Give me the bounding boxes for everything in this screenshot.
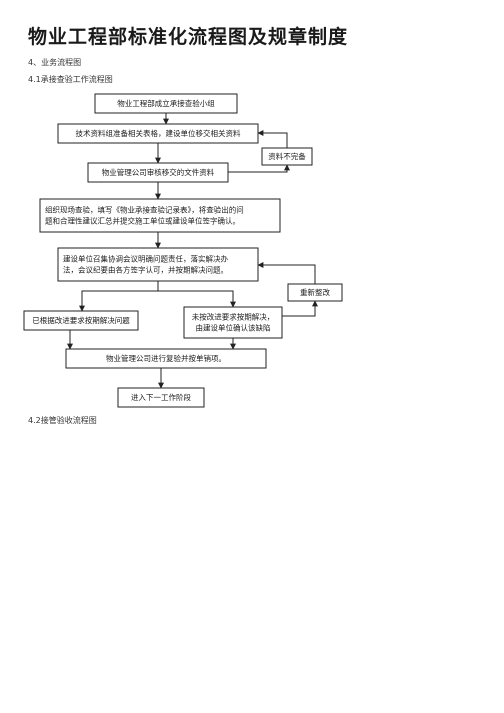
flow-node-n7: 重新整改 [287, 283, 343, 302]
flow-node-box [94, 93, 238, 114]
flow-node-n4: 物业管理公司审核移交的文件资料 [87, 162, 229, 183]
page-title: 物业工程部标准化流程图及规章制度 [28, 26, 349, 48]
flow-node-n1: 物业工程部成立承接查验小组 [94, 93, 238, 114]
flow-node-box [57, 123, 259, 144]
flow-connector [257, 130, 288, 148]
flow-node-n11: 进入下一工作阶段 [117, 387, 205, 408]
flow-node-n2: 技术资料组准备相关表格，建设单位移交相关资料 [57, 123, 259, 144]
flow-node-box [287, 283, 343, 302]
subsection-heading-takeover-acceptance: 4.2接管验收流程图 [28, 416, 97, 425]
flow-node-n10: 物业管理公司进行复验并按单销项。 [65, 348, 267, 369]
flow-node-box [39, 198, 281, 233]
flowchart-nodes: 物业工程部成立承接查验小组技术资料组准备相关表格，建设单位移交相关资料资料不完备… [23, 93, 343, 408]
flowchart-edges [67, 113, 318, 389]
flow-node-box [57, 247, 259, 282]
flow-connector [257, 262, 316, 284]
flow-node-box [87, 162, 229, 183]
flow-node-label: 进入下一工作阶段 [131, 392, 191, 402]
flow-node-n8: 已根据改进要求按期解决问题 [23, 310, 139, 331]
flow-node-label: 重新整改 [300, 287, 330, 297]
section-heading: 4、业务流程图 [28, 58, 82, 67]
flow-node-label: 技术资料组准备相关表格，建设单位移交相关资料 [76, 128, 241, 138]
flow-connector [79, 281, 159, 312]
subsection-heading-acceptance-inspection: 4.1承接查验工作流程图 [28, 75, 113, 84]
flow-node-label: 物业管理公司进行复验并按单销项。 [106, 353, 226, 363]
flow-node-label: 物业管理公司审核移交的文件资料 [102, 167, 215, 177]
flow-connector [228, 164, 290, 173]
flow-node-box [261, 147, 313, 166]
flow-node-label: 题和合理性建议汇总并提交施工单位或建设单位签字确认。 [45, 216, 240, 226]
flow-node-box [183, 306, 283, 339]
flow-node-label: 物业工程部成立承接查验小组 [117, 98, 215, 108]
flow-node-label: 未按改进要求按期解决， [192, 312, 275, 322]
flow-node-box [117, 387, 205, 408]
flow-node-n9: 未按改进要求按期解决，由建设单位确认该缺陷 [183, 306, 283, 339]
flow-node-label: 已根据改进要求按期解决问题 [32, 315, 130, 325]
flow-node-box [23, 310, 139, 331]
flow-node-n5: 组织现场查验，填写《物业承接查验记录表》，将查验出的问题和合理性建议汇总并提交施… [39, 198, 281, 233]
flow-node-label: 组织现场查验，填写《物业承接查验记录表》，将查验出的问 [45, 205, 244, 215]
flow-node-label: 由建设单位确认该缺陷 [196, 323, 271, 333]
flow-node-label: 法，会议纪要由各方签字认可，并按期解决问题。 [63, 265, 228, 275]
flow-node-label: 建设单位召集协调会议明确问题责任，落实解决办 [63, 254, 228, 264]
flow-node-n6: 建设单位召集协调会议明确问题责任，落实解决办法，会议纪要由各方签字认可，并按期解… [57, 247, 259, 282]
flow-connector [282, 300, 318, 317]
flow-node-label: 资料不完备 [268, 151, 306, 161]
flow-node-n3: 资料不完备 [261, 147, 313, 166]
flow-node-box [65, 348, 267, 369]
flow-connector [158, 290, 236, 308]
